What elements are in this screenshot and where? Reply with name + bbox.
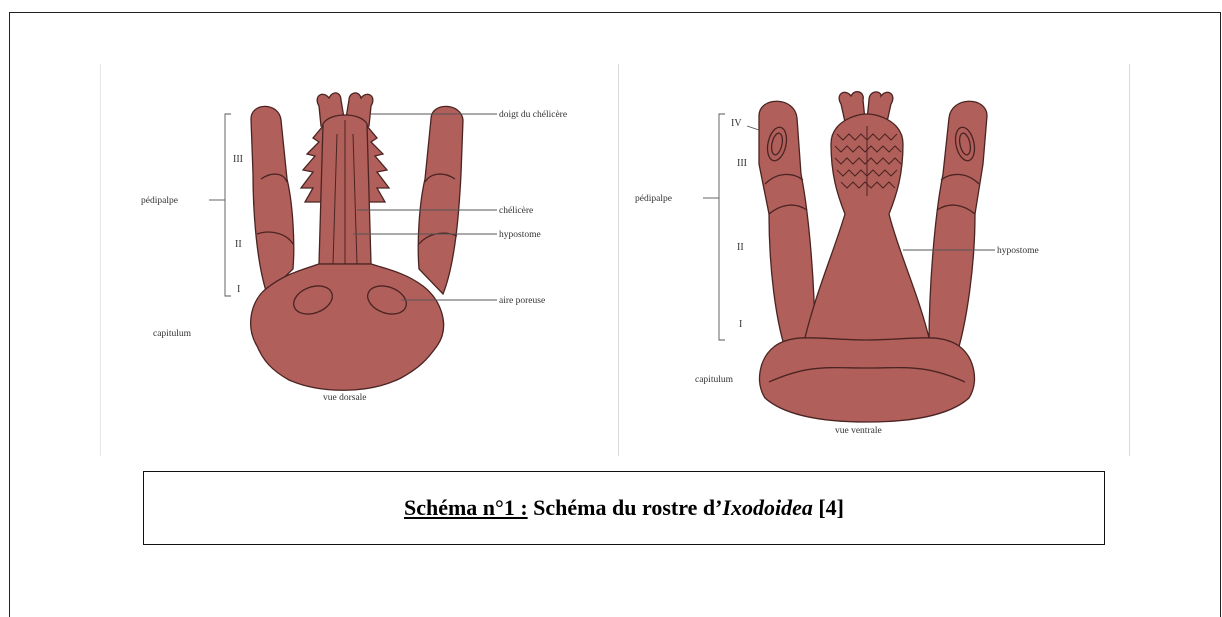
label-segment-II-ventral: II — [737, 242, 744, 253]
label-vue-dorsale: vue dorsale — [323, 393, 367, 403]
label-pedipalpe-dorsal: pédipalpe — [141, 196, 178, 206]
label-segment-II-dorsal: II — [235, 239, 242, 250]
label-hypostome-dorsal: hypostome — [499, 230, 541, 240]
label-segment-III-ventral: III — [737, 158, 747, 169]
caption-taxon: Ixodoidea — [722, 495, 812, 521]
right-pedipalp — [418, 106, 463, 294]
ventral-capitulum — [760, 338, 975, 422]
ventral-view-diagram: pédipalpe capitulum hypostome IV III II … — [619, 64, 1129, 456]
label-capitulum-ventral: capitulum — [695, 375, 734, 385]
caption-text-before: Schéma du rostre d’ — [528, 495, 723, 521]
label-segment-I-dorsal: I — [237, 284, 240, 295]
figure-caption: Schéma n°1 : Schéma du rostre d’Ixodoide… — [143, 471, 1105, 545]
label-vue-ventrale: vue ventrale — [835, 426, 882, 436]
label-chelicere: chélicère — [499, 206, 533, 216]
left-pedipalp — [251, 106, 294, 294]
label-hypostome-ventral: hypostome — [997, 246, 1039, 256]
caption-text-after: [4] — [813, 495, 844, 521]
label-segment-III-dorsal: III — [233, 154, 243, 165]
label-segment-IV-ventral: IV — [731, 118, 742, 129]
label-capitulum-dorsal: capitulum — [153, 329, 192, 339]
label-pedipalpe-ventral: pédipalpe — [635, 194, 672, 204]
dorsal-capitulum — [251, 264, 444, 390]
dorsal-view-panel: doigt du chélicère chélicère hypostome a… — [100, 64, 611, 456]
label-segment-I-ventral: I — [739, 319, 742, 330]
ventral-view-panel: pédipalpe capitulum hypostome IV III II … — [618, 64, 1130, 456]
label-doigt-chelicere: doigt du chélicère — [499, 110, 567, 120]
caption-label: Schéma n°1 : — [404, 495, 528, 521]
label-aire-poreuse: aire poreuse — [499, 296, 545, 306]
dorsal-view-diagram: doigt du chélicère chélicère hypostome a… — [101, 64, 611, 456]
